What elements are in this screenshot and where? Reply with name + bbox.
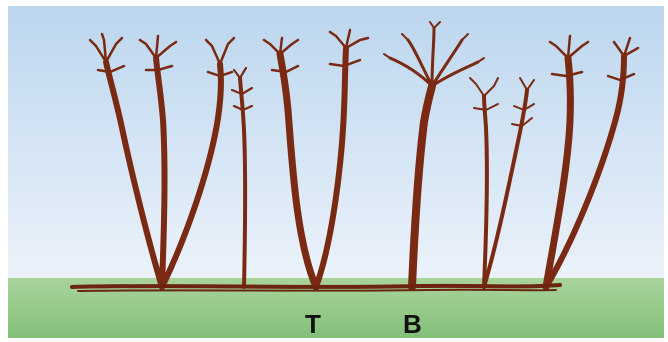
ground-line <box>72 285 560 287</box>
ground-line-shadow <box>78 290 556 291</box>
label-b: B <box>403 311 422 337</box>
label-t: T <box>305 311 321 337</box>
